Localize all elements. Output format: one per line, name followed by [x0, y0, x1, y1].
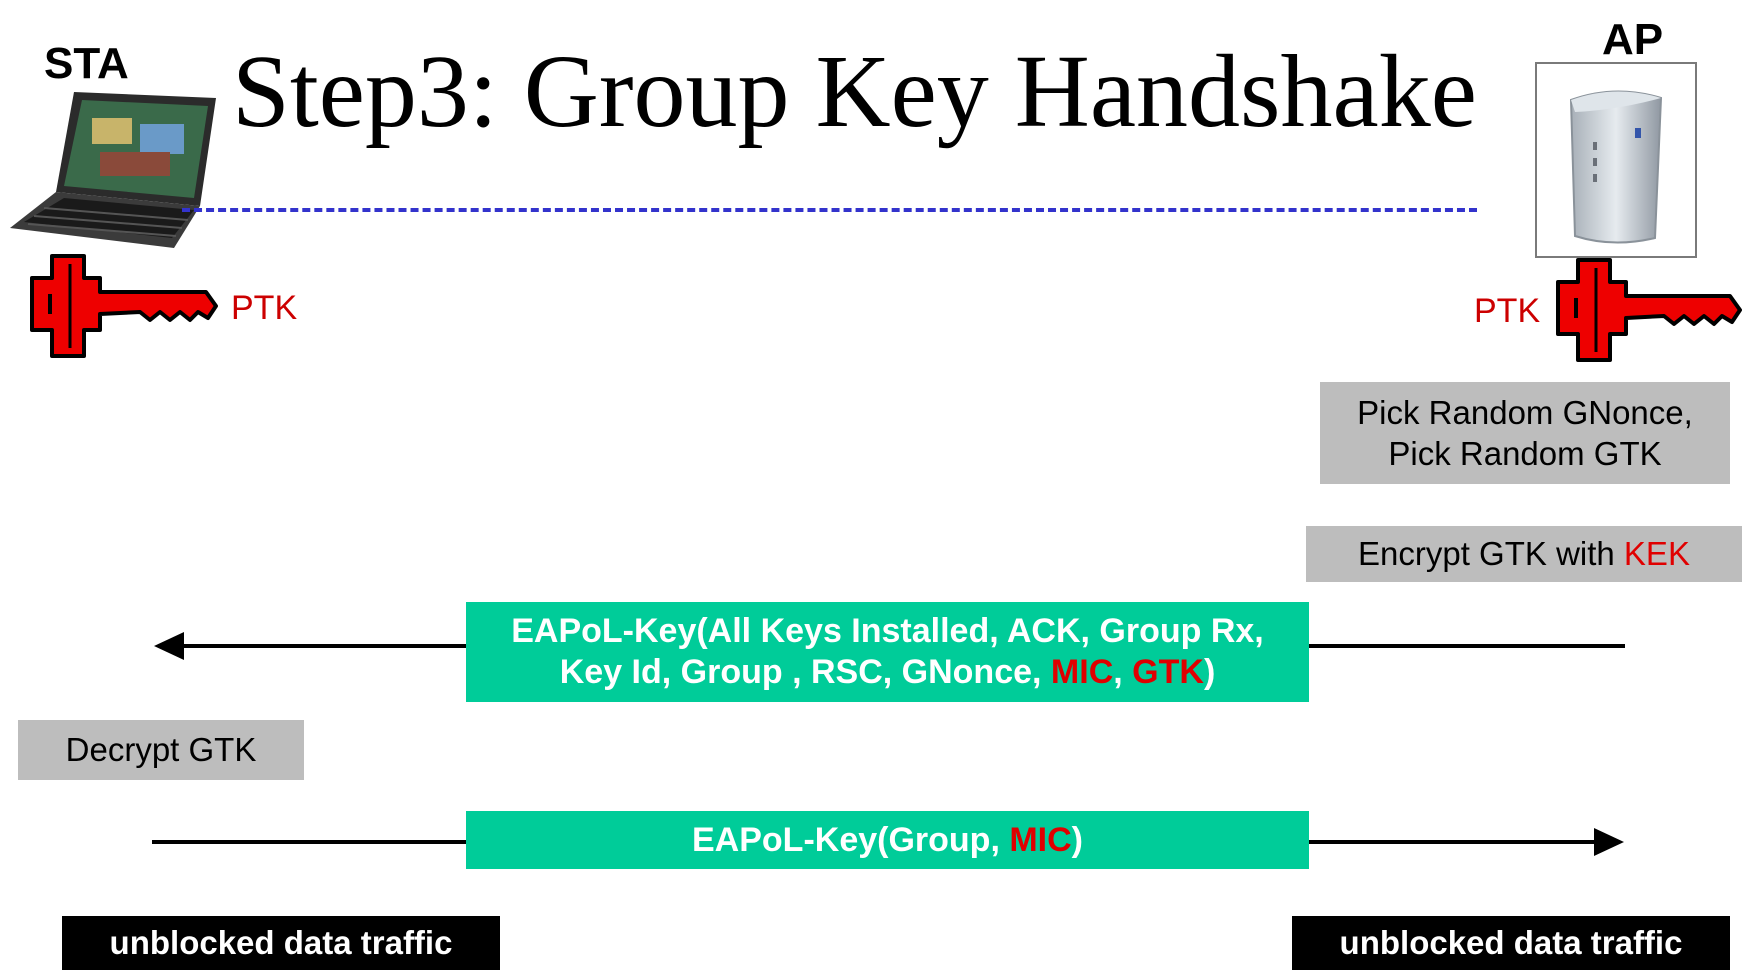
access-point-icon [1535, 62, 1697, 258]
kek-label: KEK [1623, 535, 1690, 573]
message2-arrowhead [1594, 828, 1624, 856]
decrypt-text: Decrypt GTK [65, 731, 257, 769]
ap-pick-line1: Pick Random GNonce, [1357, 393, 1693, 431]
message1-arrowhead [154, 632, 184, 660]
message2-box: EAPoL-Key(Group, MIC) [466, 811, 1309, 869]
sta-key-icon [30, 254, 218, 358]
message1-line2: Key Id, Group , RSC, GNonce, [559, 653, 1051, 691]
ap-pick-line2: Pick Random GTK [1388, 435, 1662, 472]
sta-label: STA [44, 39, 129, 88]
message1-sep: , [1113, 653, 1133, 691]
message1-close: ) [1203, 653, 1216, 691]
message1-gtk: GTK [1132, 653, 1204, 691]
sta-ptk-label: PTK [231, 289, 298, 327]
laptop-icon [10, 92, 216, 248]
ap-traffic-box: unblocked data traffic [1292, 916, 1730, 970]
message1-mic: MIC [1050, 653, 1114, 691]
ap-pick-random-box: Pick Random GNonce, Pick Random GTK [1320, 382, 1730, 484]
ap-encrypt-box: Encrypt GTK with KEK [1306, 526, 1742, 582]
divider-line [182, 208, 1477, 212]
ap-ptk-label: PTK [1474, 292, 1541, 330]
page-title: Step3: Group Key Handshake [232, 34, 1477, 149]
message2-close: ) [1071, 820, 1083, 859]
ap-traffic-label: unblocked data traffic [1339, 924, 1683, 961]
message1-box: EAPoL-Key(All Keys Installed, ACK, Group… [466, 602, 1309, 702]
ap-key-icon [1556, 258, 1742, 362]
sta-traffic-box: unblocked data traffic [62, 916, 500, 970]
sta-decrypt-box: Decrypt GTK [18, 720, 304, 780]
encrypt-text: Encrypt GTK with [1358, 535, 1624, 573]
sta-traffic-label: unblocked data traffic [109, 924, 453, 961]
message2-text: EAPoL-Key(Group, [692, 820, 1010, 859]
message2-mic: MIC [1009, 820, 1072, 859]
ap-label: AP [1602, 15, 1664, 64]
message1-line1: EAPoL-Key(All Keys Installed, ACK, Group… [511, 612, 1264, 651]
